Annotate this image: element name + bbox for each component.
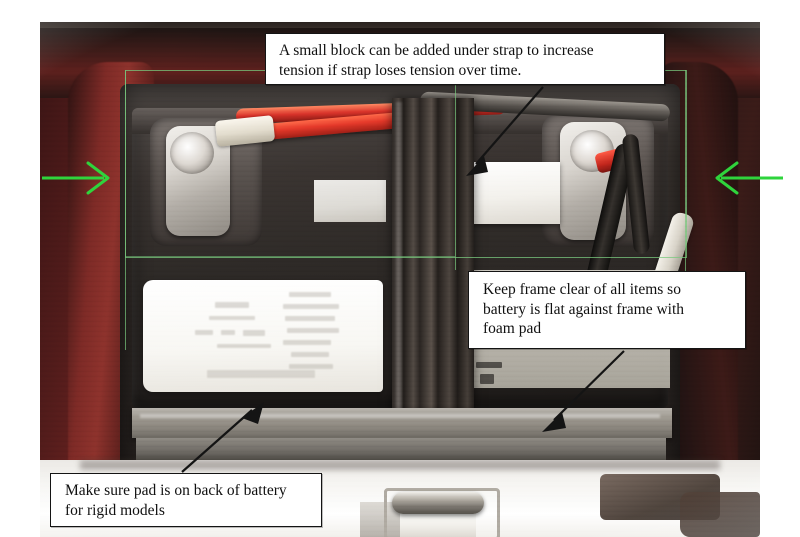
callout-box-pad-on-back: Make sure pad is on back of battery for … xyxy=(50,473,322,527)
green-arrow-right-marker xyxy=(42,158,112,198)
callout-box-keep-frame-clear: Keep frame clear of all items so battery… xyxy=(468,271,746,349)
green-guide-line-left xyxy=(125,70,126,350)
strap-buckle-bar xyxy=(392,492,484,514)
photo-floor-shadow xyxy=(80,460,720,470)
callout-2-line-1: Keep frame clear of all items so xyxy=(483,281,681,298)
callout-3-line-1: Make sure pad is on back of battery xyxy=(65,482,287,499)
green-arrow-left-marker xyxy=(713,158,783,198)
callout-2-line-2: battery is flat against frame with xyxy=(483,300,685,318)
callout-2-line-3: foam pad xyxy=(483,320,542,338)
white-block-secondary xyxy=(314,180,386,222)
callout-box-strap-tension: A small block can be added under strap t… xyxy=(265,33,665,85)
foam-pad-highlight xyxy=(140,414,660,418)
green-guide-line-mid xyxy=(125,256,455,257)
battery-label xyxy=(143,280,383,392)
foam-pad-lower xyxy=(136,438,666,460)
floor-object-b xyxy=(680,492,760,537)
callout-3-line-2: for rigid models xyxy=(65,501,165,519)
green-guide-line-center xyxy=(455,70,456,270)
white-block-under-strap xyxy=(468,162,560,224)
left-terminal-nut xyxy=(170,132,214,174)
callout-1-line-1: A small block can be added under strap t… xyxy=(279,42,594,59)
callout-1-line-2: tension if strap loses tension over time… xyxy=(279,61,522,79)
foam-pad xyxy=(132,408,672,438)
